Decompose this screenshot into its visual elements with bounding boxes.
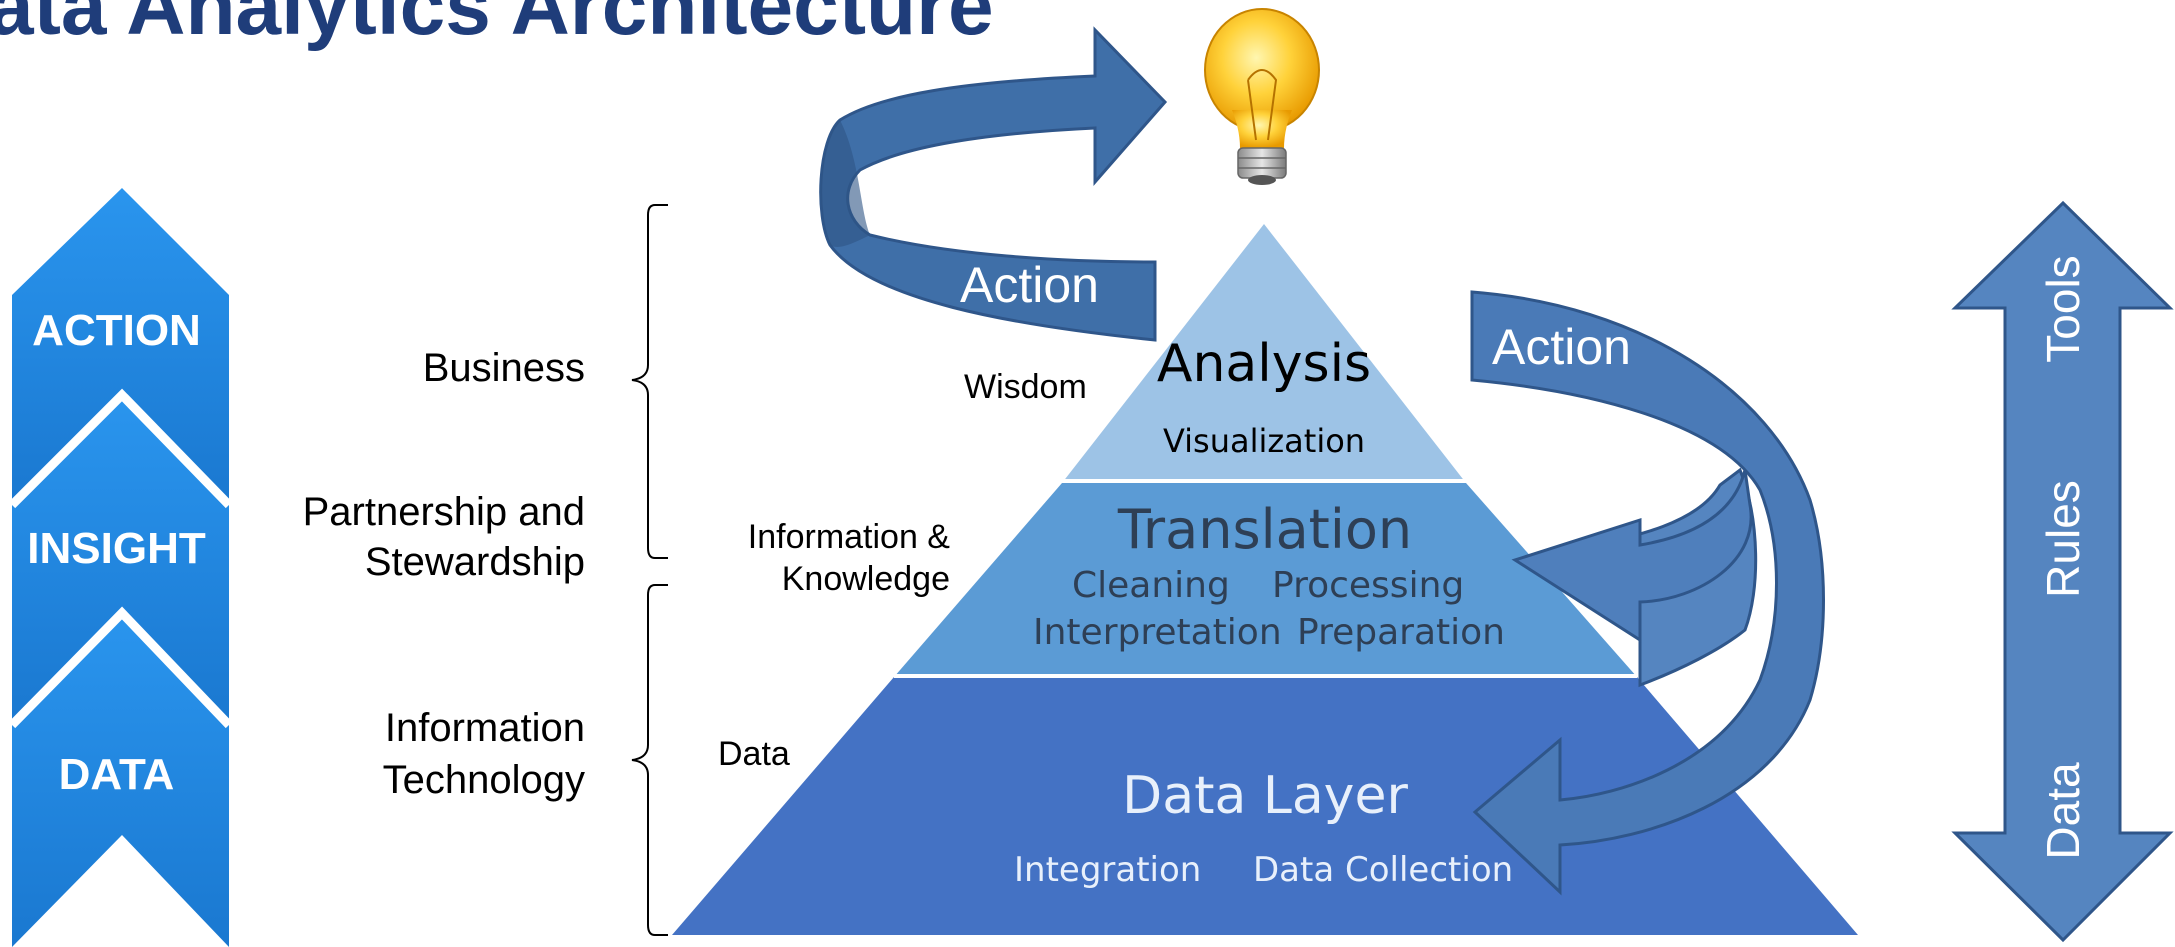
right-axis-data: Data	[2037, 762, 2089, 860]
label-it-line1: Information	[384, 706, 585, 750]
chevron-top-shape	[12, 188, 229, 505]
chevron-bottom-shape	[12, 613, 229, 947]
chevron-middle-shape	[12, 395, 229, 725]
action-arrow-right	[1470, 290, 1825, 896]
right-axis-tools: Tools	[2037, 255, 2089, 363]
label-info-line1: Information &	[747, 518, 950, 556]
pyramid-middle-item-cleaning: Cleaning	[1072, 565, 1230, 606]
chevron-label-insight: INSIGHT	[27, 524, 206, 573]
upper-brace	[631, 204, 668, 559]
label-business: Business	[422, 346, 585, 390]
pyramid-middle-title: Translation	[1117, 498, 1413, 561]
pyramid-middle-layer	[894, 483, 1637, 677]
action-arrow-left	[819, 26, 1168, 342]
label-it-line2: Technology	[382, 758, 585, 802]
right-axis-rules: Rules	[2037, 480, 2089, 598]
pyramid-top-title: Analysis	[1156, 334, 1372, 394]
chevron-label-action: ACTION	[32, 306, 201, 355]
pyramid-bottom-title: Data Layer	[1122, 766, 1408, 826]
label-data-side: Data	[718, 735, 790, 773]
lower-brace	[631, 584, 668, 936]
action-label-left: Action	[960, 257, 1099, 313]
chevron-stack	[8, 188, 233, 947]
pyramid-middle-item-interpretation: Interpretation	[1033, 612, 1282, 653]
page-title: ata Analytics Architecture	[0, 0, 994, 52]
label-info-line2: Knowledge	[781, 560, 950, 598]
pyramid-top-sub: Visualization	[1162, 422, 1366, 460]
lightbulb-icon	[1204, 8, 1320, 185]
braces	[631, 204, 668, 936]
pyramid-top-layer	[1062, 224, 1466, 483]
label-wisdom: Wisdom	[964, 368, 1087, 406]
double-arrow-right	[1951, 200, 2174, 943]
label-partnership-line1: Partnership and	[302, 490, 585, 534]
pyramid-middle-item-processing: Processing	[1272, 565, 1465, 606]
chevron-label-data: DATA	[58, 750, 175, 799]
pyramid-bottom-item-data-collection: Data Collection	[1253, 850, 1514, 890]
action-label-right: Action	[1492, 319, 1631, 375]
pyramid-bottom-item-integration: Integration	[1014, 850, 1202, 890]
label-partnership-line2: Stewardship	[364, 540, 585, 584]
pyramid-middle-item-preparation: Preparation	[1297, 612, 1505, 653]
